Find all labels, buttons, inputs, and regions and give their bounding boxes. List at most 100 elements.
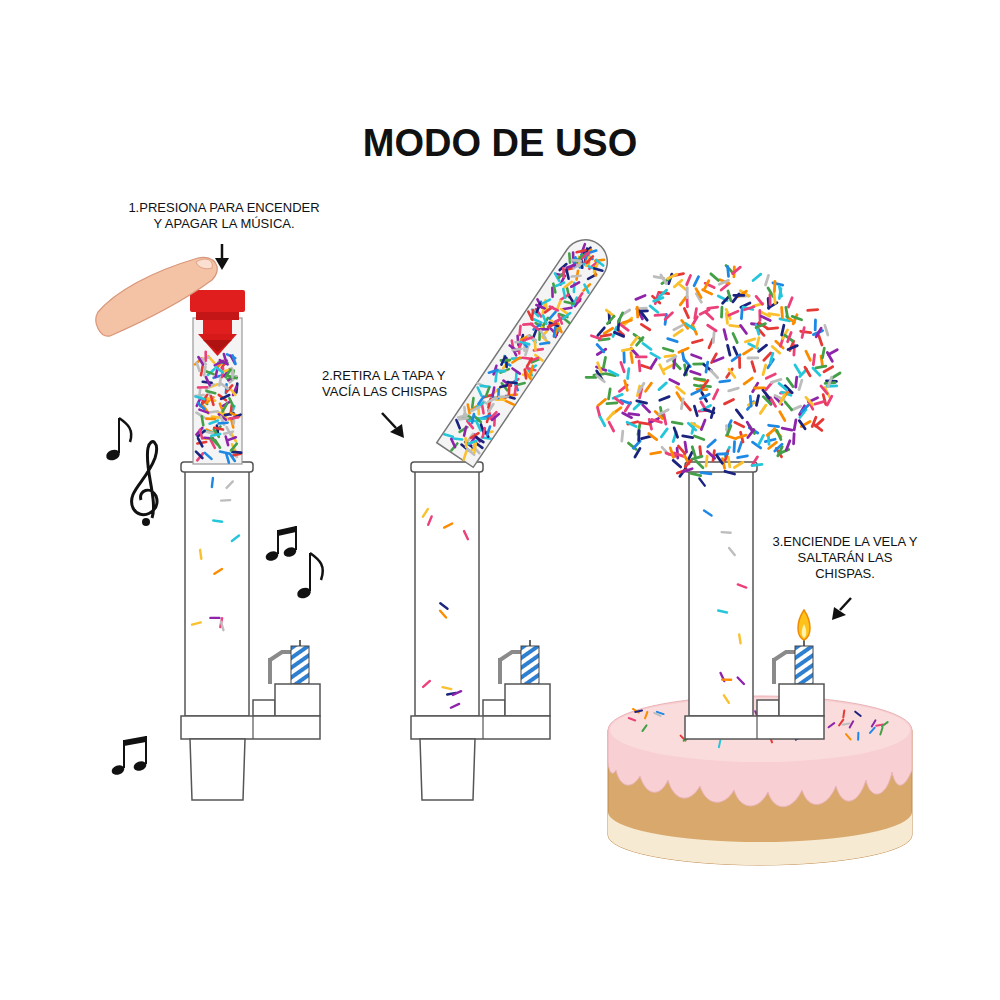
sprinkle <box>205 371 213 374</box>
sprinkle <box>453 435 462 443</box>
sprinkle <box>665 313 672 320</box>
sprinkle <box>764 353 771 360</box>
sprinkle <box>674 358 675 368</box>
sprinkle <box>216 367 223 372</box>
sprinkle <box>485 427 492 436</box>
sprinkle <box>643 405 650 412</box>
sprinkle <box>501 356 510 364</box>
sprinkle <box>808 308 818 312</box>
sprinkle <box>607 401 617 405</box>
sprinkle <box>577 293 582 301</box>
sprinkle <box>560 289 569 298</box>
sprinkle <box>664 365 673 370</box>
sprinkle <box>778 447 782 456</box>
sprinkle <box>771 398 776 407</box>
sprinkle <box>659 290 667 297</box>
sprinkle <box>763 365 766 375</box>
sprinkle <box>733 267 741 273</box>
sprinkle <box>763 397 770 404</box>
sprinkle <box>681 399 683 409</box>
sprinkle <box>211 438 217 445</box>
sprinkle <box>635 711 642 712</box>
sprinkle <box>654 298 663 302</box>
sprinkle <box>786 307 788 317</box>
step-caption: 3.ENCIENDE LA VELA Y SALTARÁN LAS CHISPA… <box>770 534 920 582</box>
sprinkle <box>685 459 692 466</box>
sprinkle <box>609 371 618 375</box>
sprinkle <box>727 426 731 435</box>
sprinkle <box>198 386 207 389</box>
sprinkle <box>523 334 531 343</box>
sprinkle <box>484 387 491 395</box>
sprinkle <box>489 367 498 376</box>
sprinkle <box>691 473 701 475</box>
sprinkle <box>601 335 611 337</box>
sprinkle <box>572 272 581 281</box>
sprinkle <box>827 353 832 362</box>
sprinkle <box>210 617 219 619</box>
sprinkle <box>725 451 728 461</box>
sprinkle <box>423 681 430 687</box>
sprinkle <box>756 296 762 304</box>
sprinkle <box>719 280 728 284</box>
sprinkle <box>757 338 759 348</box>
sprinkle <box>720 280 729 284</box>
sprinkle <box>782 325 784 335</box>
sprinkle <box>661 275 666 283</box>
sprinkle <box>527 359 532 367</box>
music-notes <box>105 418 323 776</box>
sprinkle <box>513 345 522 354</box>
sprinkle <box>650 306 658 312</box>
sprinkle <box>205 453 212 459</box>
sprinkle <box>722 678 731 681</box>
sprinkle <box>660 397 669 401</box>
sprinkle <box>752 464 762 465</box>
sprinkle <box>683 436 693 438</box>
sprinkle <box>551 328 559 337</box>
sprinkle <box>210 421 218 424</box>
sprinkle <box>788 332 792 341</box>
sprinkle <box>449 439 458 447</box>
sprinkle <box>688 423 695 430</box>
sprinkle <box>548 321 556 330</box>
sprinkle <box>607 412 614 420</box>
sprinkle <box>687 275 691 284</box>
sprinkle <box>670 380 679 384</box>
sprinkle <box>673 460 681 467</box>
sprinkle <box>475 388 484 396</box>
sprinkle <box>614 332 623 336</box>
sprinkle <box>769 425 779 426</box>
sprinkle <box>816 419 823 426</box>
sprinkle <box>828 377 831 386</box>
sprinkle <box>756 396 758 406</box>
sprinkle <box>825 325 828 335</box>
sprinkle <box>563 311 570 320</box>
sprinkle <box>749 396 753 406</box>
sprinkle <box>464 531 468 539</box>
sprinkle <box>706 312 713 319</box>
sprinkle <box>792 406 801 410</box>
sprinkle <box>196 452 202 458</box>
sprinkle <box>629 414 639 415</box>
sprinkle <box>196 397 205 400</box>
sprinkle <box>230 454 235 461</box>
sprinkle <box>735 422 744 427</box>
sprinkle <box>642 436 652 439</box>
sprinkle <box>454 420 463 428</box>
sprinkle <box>692 447 695 457</box>
sprinkle <box>700 394 709 398</box>
sprinkle <box>516 326 524 335</box>
sprinkle <box>674 330 682 336</box>
sprinkle <box>597 376 605 382</box>
sprinkle <box>462 438 471 447</box>
sprinkle <box>678 446 685 454</box>
sprinkle <box>713 390 717 399</box>
sprinkle <box>779 286 781 296</box>
sprinkle <box>636 356 646 359</box>
step-caption: 2.RETIRA LA TAPA Y VACÍA LAS CHISPAS <box>322 368 462 400</box>
sprinkle <box>694 436 703 439</box>
sprinkle <box>770 353 773 363</box>
sprinkle <box>785 402 791 410</box>
sprinkle <box>744 349 752 354</box>
sprinkle <box>816 328 821 337</box>
